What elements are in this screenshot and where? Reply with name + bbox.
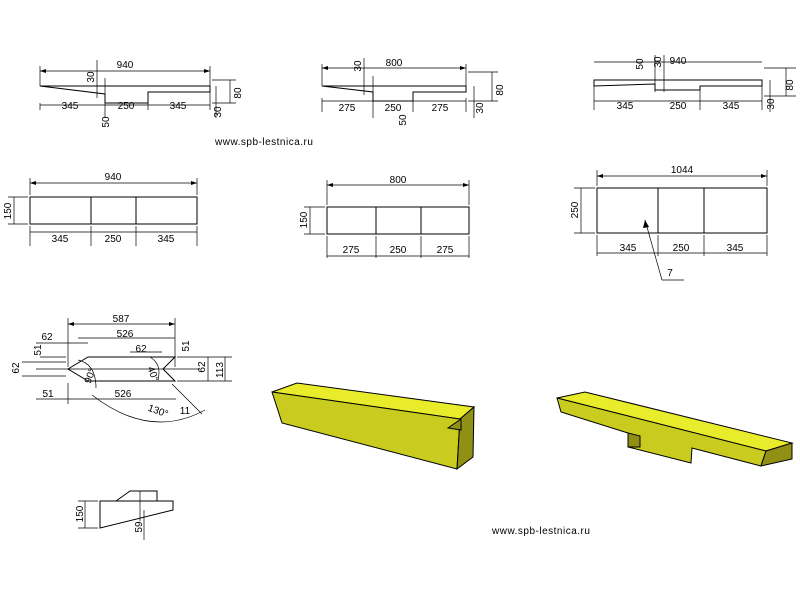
plan-height: 150 (3, 202, 14, 219)
plan-800: 800 150 275 250 275 (299, 175, 470, 258)
dim-side-right: 62 (197, 361, 208, 373)
watermark-bottom: www.spb-lestnica.ru (491, 526, 590, 537)
dim-left: 345 (62, 101, 79, 112)
plan-right: 275 (437, 245, 454, 256)
side-height: 150 (75, 505, 86, 522)
dim-side-left: 62 (11, 362, 22, 374)
dim-left-offset: 62 (41, 332, 53, 343)
dim-cut-width: 62 (135, 344, 147, 355)
profile-1044: 940 50 30 345 250 345 80 30 (593, 55, 796, 112)
plan-width: 940 (105, 172, 122, 183)
plan-width: 800 (390, 175, 407, 186)
dim-middle: 250 (670, 101, 687, 112)
dim-depth: 30 (766, 98, 777, 110)
profile-940: 940 30 345 250 345 50 80 30 (39, 60, 244, 128)
plan-width: 1044 (671, 165, 694, 176)
angle-90: 90° (83, 367, 99, 385)
plan-middle: 250 (105, 234, 122, 245)
isometric-view-right (556, 391, 794, 467)
detail-top-view: 587 526 62 62 51 51 62 62 113 51 526 90°… (11, 314, 232, 423)
dim-depth: 30 (475, 102, 486, 114)
dim-overall: 800 (386, 58, 403, 69)
dim-overall: 587 (113, 314, 130, 325)
dim-recess: 50 (398, 114, 409, 126)
dim-height: 80 (785, 79, 796, 91)
dim-overall: 940 (117, 60, 134, 71)
dim-right: 345 (170, 101, 187, 112)
dim-height: 80 (495, 84, 506, 96)
plan-1044: 1044 250 345 250 345 7 (570, 165, 768, 281)
dim-notch: 30 (353, 60, 364, 72)
plan-940: 940 150 345 250 345 (3, 172, 198, 246)
dim-inner-bottom: 526 (115, 389, 132, 400)
watermark-top: www.spb-lestnica.ru (214, 137, 313, 148)
dim-middle: 250 (385, 103, 402, 114)
plan-left: 345 (52, 234, 69, 245)
dim-bottom-left: 51 (42, 389, 54, 400)
dim-height: 80 (233, 87, 244, 99)
dim-height: 113 (215, 362, 226, 378)
dim-end-right: 51 (181, 340, 192, 352)
profile-800: 800 30 275 250 275 50 80 30 (321, 58, 506, 126)
plan-middle: 250 (390, 245, 407, 256)
plan-left: 345 (620, 243, 637, 254)
dim-right: 345 (723, 101, 740, 112)
dim-notch-a: 50 (635, 58, 646, 70)
plan-middle: 250 (673, 243, 690, 254)
dim-inner-top: 526 (117, 329, 134, 340)
plan-left: 275 (343, 245, 360, 256)
dim-end-left: 51 (33, 344, 44, 356)
dim-left: 275 (339, 103, 356, 114)
angle-40: 40° (145, 365, 161, 383)
dim-notch-b: 30 (653, 56, 664, 68)
isometric-view-left (271, 382, 476, 471)
dim-recess: 50 (101, 116, 112, 128)
dim-left: 345 (617, 101, 634, 112)
plan-right: 345 (158, 234, 175, 245)
dim-middle: 250 (118, 101, 135, 112)
plan-right: 345 (727, 243, 744, 254)
dim-notch: 30 (86, 71, 97, 83)
dim-tail: 11 (180, 406, 191, 417)
dim-right: 275 (432, 103, 449, 114)
callout-label: 7 (667, 268, 673, 279)
detail-side-view: 150 59 (75, 490, 174, 540)
angle-130: 130° (146, 403, 169, 420)
plan-height: 250 (570, 201, 581, 218)
plan-height: 150 (299, 211, 310, 228)
dim-depth: 30 (213, 106, 224, 118)
side-step: 59 (134, 521, 145, 533)
dim-overall: 940 (670, 56, 687, 67)
